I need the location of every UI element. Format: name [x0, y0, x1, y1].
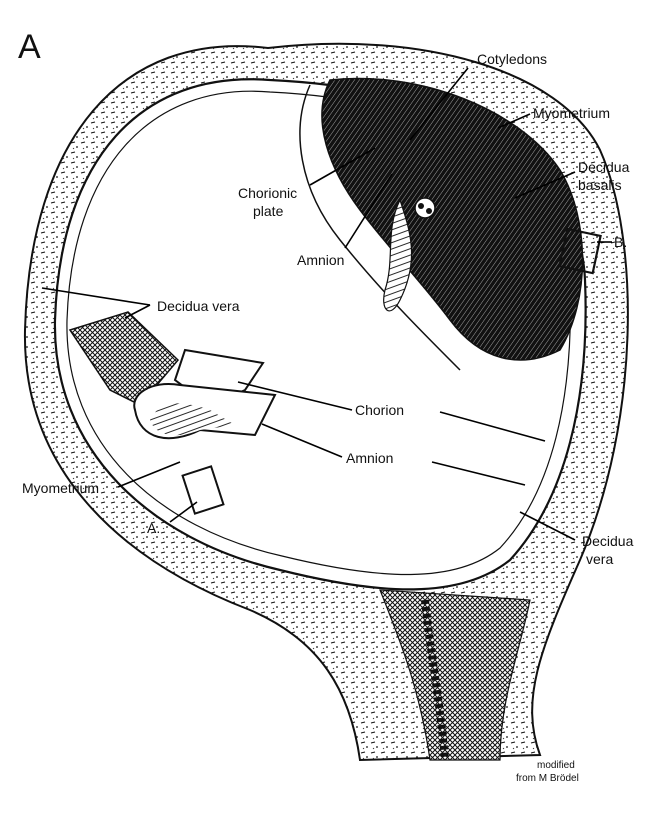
label-cotyledons: Cotyledons	[477, 51, 547, 67]
label-chorionic-plate-1: Chorionic	[238, 185, 297, 201]
label-decidua-vera-bottom-1: Decidua	[582, 533, 634, 549]
label-box-a: A.	[147, 520, 160, 536]
label-amnion-top: Amnion	[297, 252, 344, 268]
cord-vessel-section	[415, 198, 435, 218]
panel-letter: A	[18, 28, 41, 66]
label-decidua-basalis-1: Decidua	[578, 159, 630, 175]
label-box-b: B.	[614, 234, 627, 250]
cord-vessel-1	[418, 203, 424, 209]
credit-line-1: modified	[537, 760, 575, 771]
label-myometrium-left: Myometrium	[22, 480, 99, 496]
label-chorionic-plate-2: plate	[253, 203, 284, 219]
label-amnion-mid: Amnion	[346, 450, 393, 466]
credit-line-2: from M Brödel	[516, 773, 579, 784]
label-decidua-basalis-2: basalis	[578, 177, 622, 193]
cord-vessel-2	[426, 208, 432, 214]
label-decidua-vera-top: Decidua vera	[157, 298, 240, 314]
label-decidua-vera-bottom-2: vera	[586, 551, 613, 567]
label-myometrium-top: Myometrium	[533, 105, 610, 121]
label-chorion: Chorion	[355, 402, 404, 418]
